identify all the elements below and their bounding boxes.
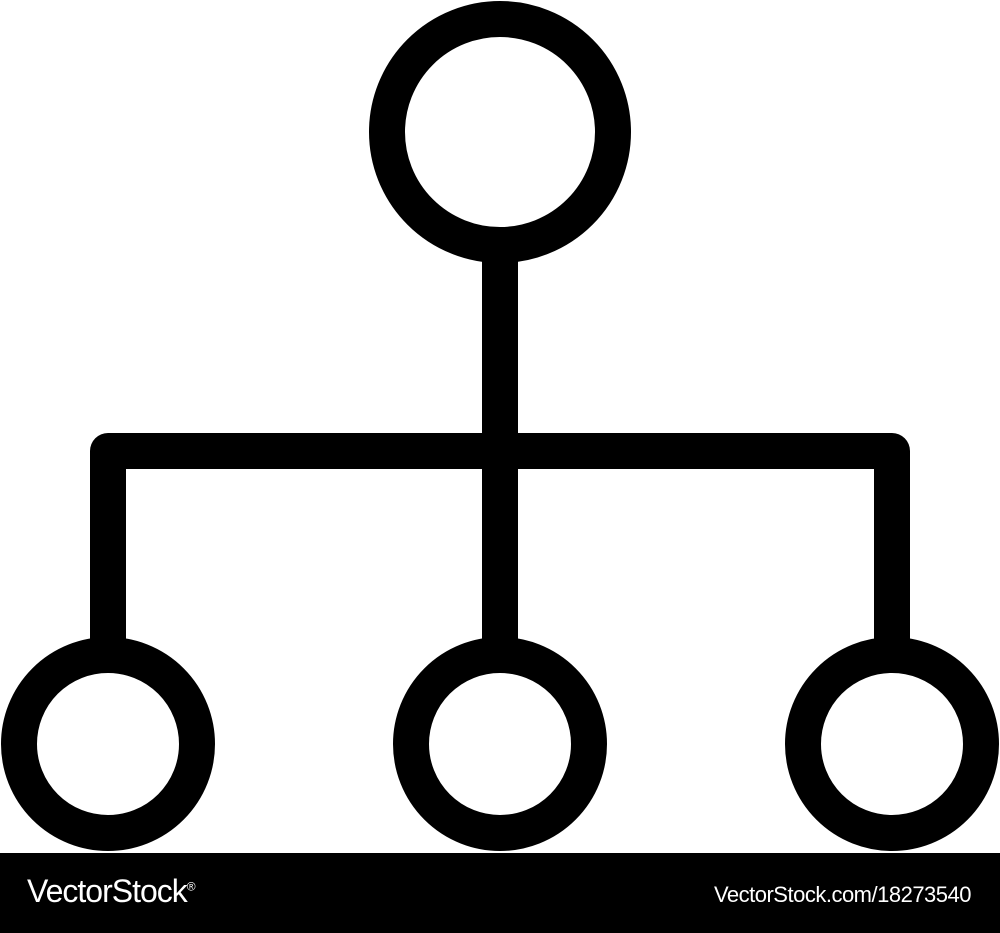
image-url: VectorStock.com/18273540 (713, 882, 972, 907)
logo-text: VectorStock (27, 873, 188, 909)
child-node-middle (393, 637, 607, 851)
child-node-right (785, 637, 999, 851)
branch-bar-line (90, 433, 910, 657)
logo-registered-mark: ® (186, 879, 196, 894)
hierarchy-icon (1, 1, 999, 851)
watermark-footer: VectorStock® VectorStock.com/18273540 (0, 853, 1000, 933)
root-node (369, 1, 631, 263)
child-node-left (1, 637, 215, 851)
vectorstock-logo: VectorStock® (27, 873, 196, 910)
